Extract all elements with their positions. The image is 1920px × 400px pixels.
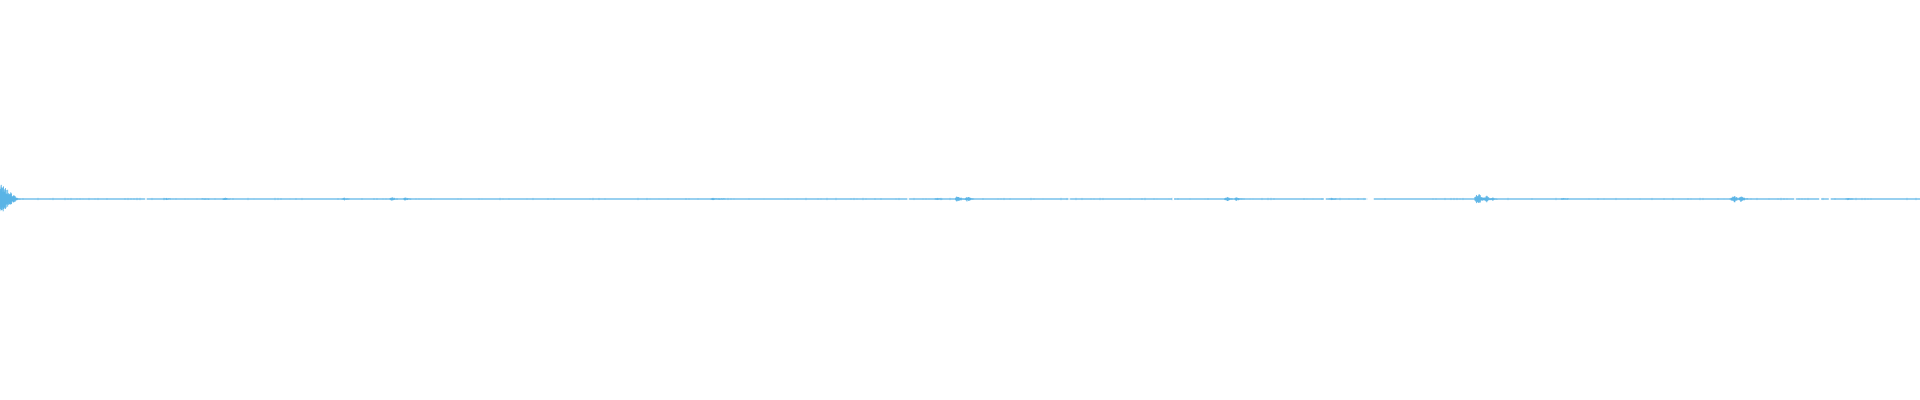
waveform-burst — [163, 197, 172, 201]
waveform-burst — [965, 196, 975, 202]
waveform-burst — [341, 197, 350, 201]
waveform-burst — [1738, 196, 1749, 202]
waveform-burst — [389, 197, 399, 201]
waveform-burst — [955, 196, 965, 202]
waveform-burst — [1489, 197, 1498, 201]
waveform-burst — [710, 197, 719, 201]
waveform-burst — [10, 195, 21, 203]
waveform-burst — [717, 198, 726, 200]
waveform-burst — [1560, 197, 1569, 200]
waveform-layer — [0, 184, 1920, 212]
waveform-burst — [222, 197, 231, 200]
waveform-burst — [934, 197, 943, 201]
waveform-burst — [1844, 198, 1853, 201]
waveform-burst — [1328, 197, 1337, 201]
waveform-burst — [1234, 197, 1243, 201]
waveform-burst — [201, 198, 210, 200]
